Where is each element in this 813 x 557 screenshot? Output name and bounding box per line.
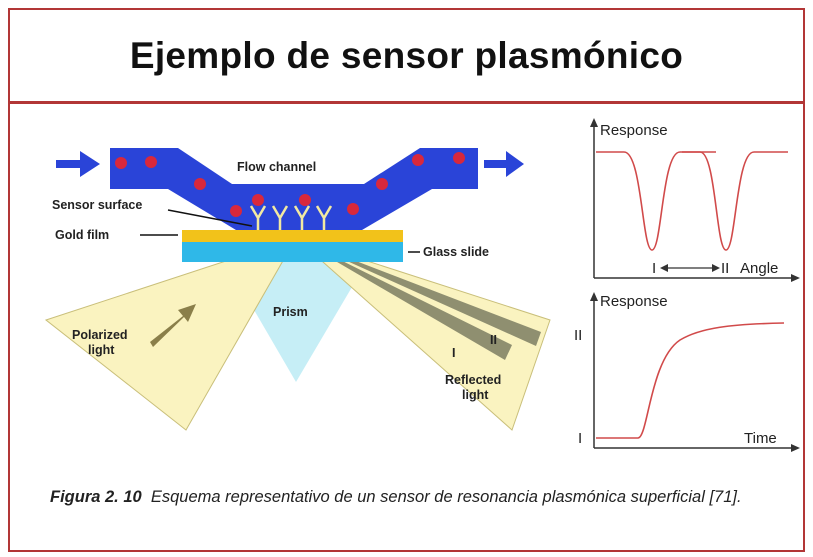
angle-marker-1: I bbox=[652, 260, 656, 277]
receptor-icons bbox=[249, 205, 333, 230]
angle-curve-2 bbox=[682, 151, 788, 251]
reflected-beam bbox=[295, 237, 551, 431]
shift-arrow-left-icon bbox=[660, 264, 668, 272]
time-graph-x-arrow-icon bbox=[791, 444, 800, 452]
shift-arrow-right-icon bbox=[712, 264, 720, 272]
analyte-particles bbox=[115, 152, 465, 217]
angle-graph: Response Angle I II bbox=[590, 118, 800, 282]
beam-stripe-2 bbox=[296, 238, 541, 346]
time-level-high: II bbox=[574, 327, 582, 344]
label-sensor-surface: Sensor surface bbox=[52, 198, 142, 212]
caption-text: Esquema representativo de un sensor de r… bbox=[150, 488, 742, 506]
time-graph-ylabel: Response bbox=[600, 293, 668, 310]
label-glass-slide: Glass slide bbox=[423, 245, 489, 259]
polarized-beam bbox=[44, 237, 298, 431]
label-polarized-light-1: Polarized bbox=[72, 328, 128, 342]
glass-slide bbox=[182, 242, 403, 262]
flow-in-arrow-icon bbox=[56, 151, 100, 177]
angle-graph-y-arrow-icon bbox=[590, 118, 598, 127]
figure-caption: Figura 2. 10 Esquema representativo de u… bbox=[50, 485, 790, 509]
angle-graph-xlabel: Angle bbox=[740, 260, 778, 277]
figure-number: Figura 2. 10 bbox=[50, 488, 142, 506]
polarized-arrow-icon bbox=[150, 304, 196, 347]
time-level-low: I bbox=[578, 430, 582, 447]
beam-stripe-1 bbox=[296, 238, 512, 360]
page-title: Ejemplo de sensor plasmónico bbox=[129, 34, 684, 76]
label-prism: Prism bbox=[273, 305, 308, 319]
label-gold-film: Gold film bbox=[55, 228, 109, 242]
flow-channel bbox=[110, 148, 478, 230]
sensor-surface-leader bbox=[167, 209, 253, 227]
label-beam-1: I bbox=[452, 346, 455, 360]
title-bar: Ejemplo de sensor plasmónico bbox=[8, 8, 805, 104]
gold-film bbox=[182, 230, 403, 242]
label-flow-channel: Flow channel bbox=[237, 160, 316, 174]
label-polarized-light-2: light bbox=[88, 343, 115, 357]
label-reflected-light-2: light bbox=[462, 388, 489, 402]
time-graph: Response Time II I bbox=[574, 292, 800, 452]
time-graph-xlabel: Time bbox=[744, 430, 777, 447]
angle-marker-2: II bbox=[721, 260, 729, 277]
angle-curve-1 bbox=[596, 151, 716, 251]
label-beam-2: II bbox=[490, 333, 497, 347]
flow-out-arrow-icon bbox=[484, 151, 524, 177]
time-graph-y-arrow-icon bbox=[590, 292, 598, 301]
angle-graph-ylabel: Response bbox=[600, 122, 668, 139]
label-reflected-light-1: Reflected bbox=[445, 373, 501, 387]
angle-graph-x-arrow-icon bbox=[791, 274, 800, 282]
time-curve bbox=[596, 322, 785, 439]
